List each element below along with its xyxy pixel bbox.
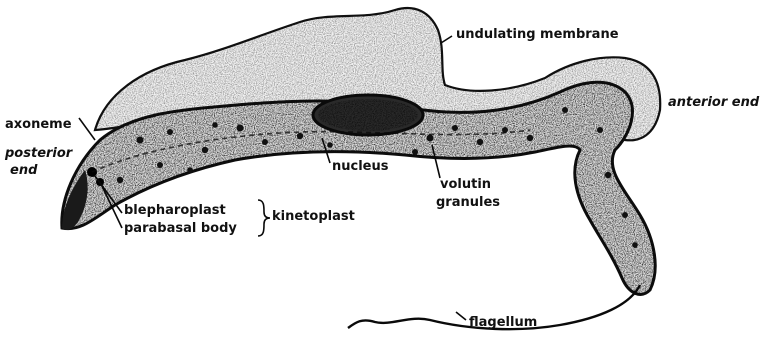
kinetoplast-brace — [258, 200, 270, 236]
label-axoneme: axoneme — [5, 118, 72, 132]
label-posterior-end-line2: end — [10, 164, 37, 178]
label-kinetoplast: kinetoplast — [272, 210, 355, 224]
label-undulating-membrane: undulating membrane — [456, 28, 619, 42]
label-blepharoplast: blepharoplast — [124, 204, 226, 218]
label-nucleus: nucleus — [332, 160, 388, 174]
label-flagellum: flagellum — [469, 316, 537, 330]
label-volutin-line2: granules — [436, 196, 500, 210]
label-volutin-line1: volutin — [440, 178, 491, 192]
label-anterior-end: anterior end — [668, 96, 759, 110]
leader-flagellum — [456, 312, 466, 320]
label-posterior-end-line1: posterior — [5, 147, 72, 161]
leader-undulating-membrane — [441, 36, 452, 43]
leader-axoneme — [79, 118, 95, 140]
label-parabasal-body: parabasal body — [124, 222, 237, 236]
nucleus-texture — [318, 99, 418, 131]
